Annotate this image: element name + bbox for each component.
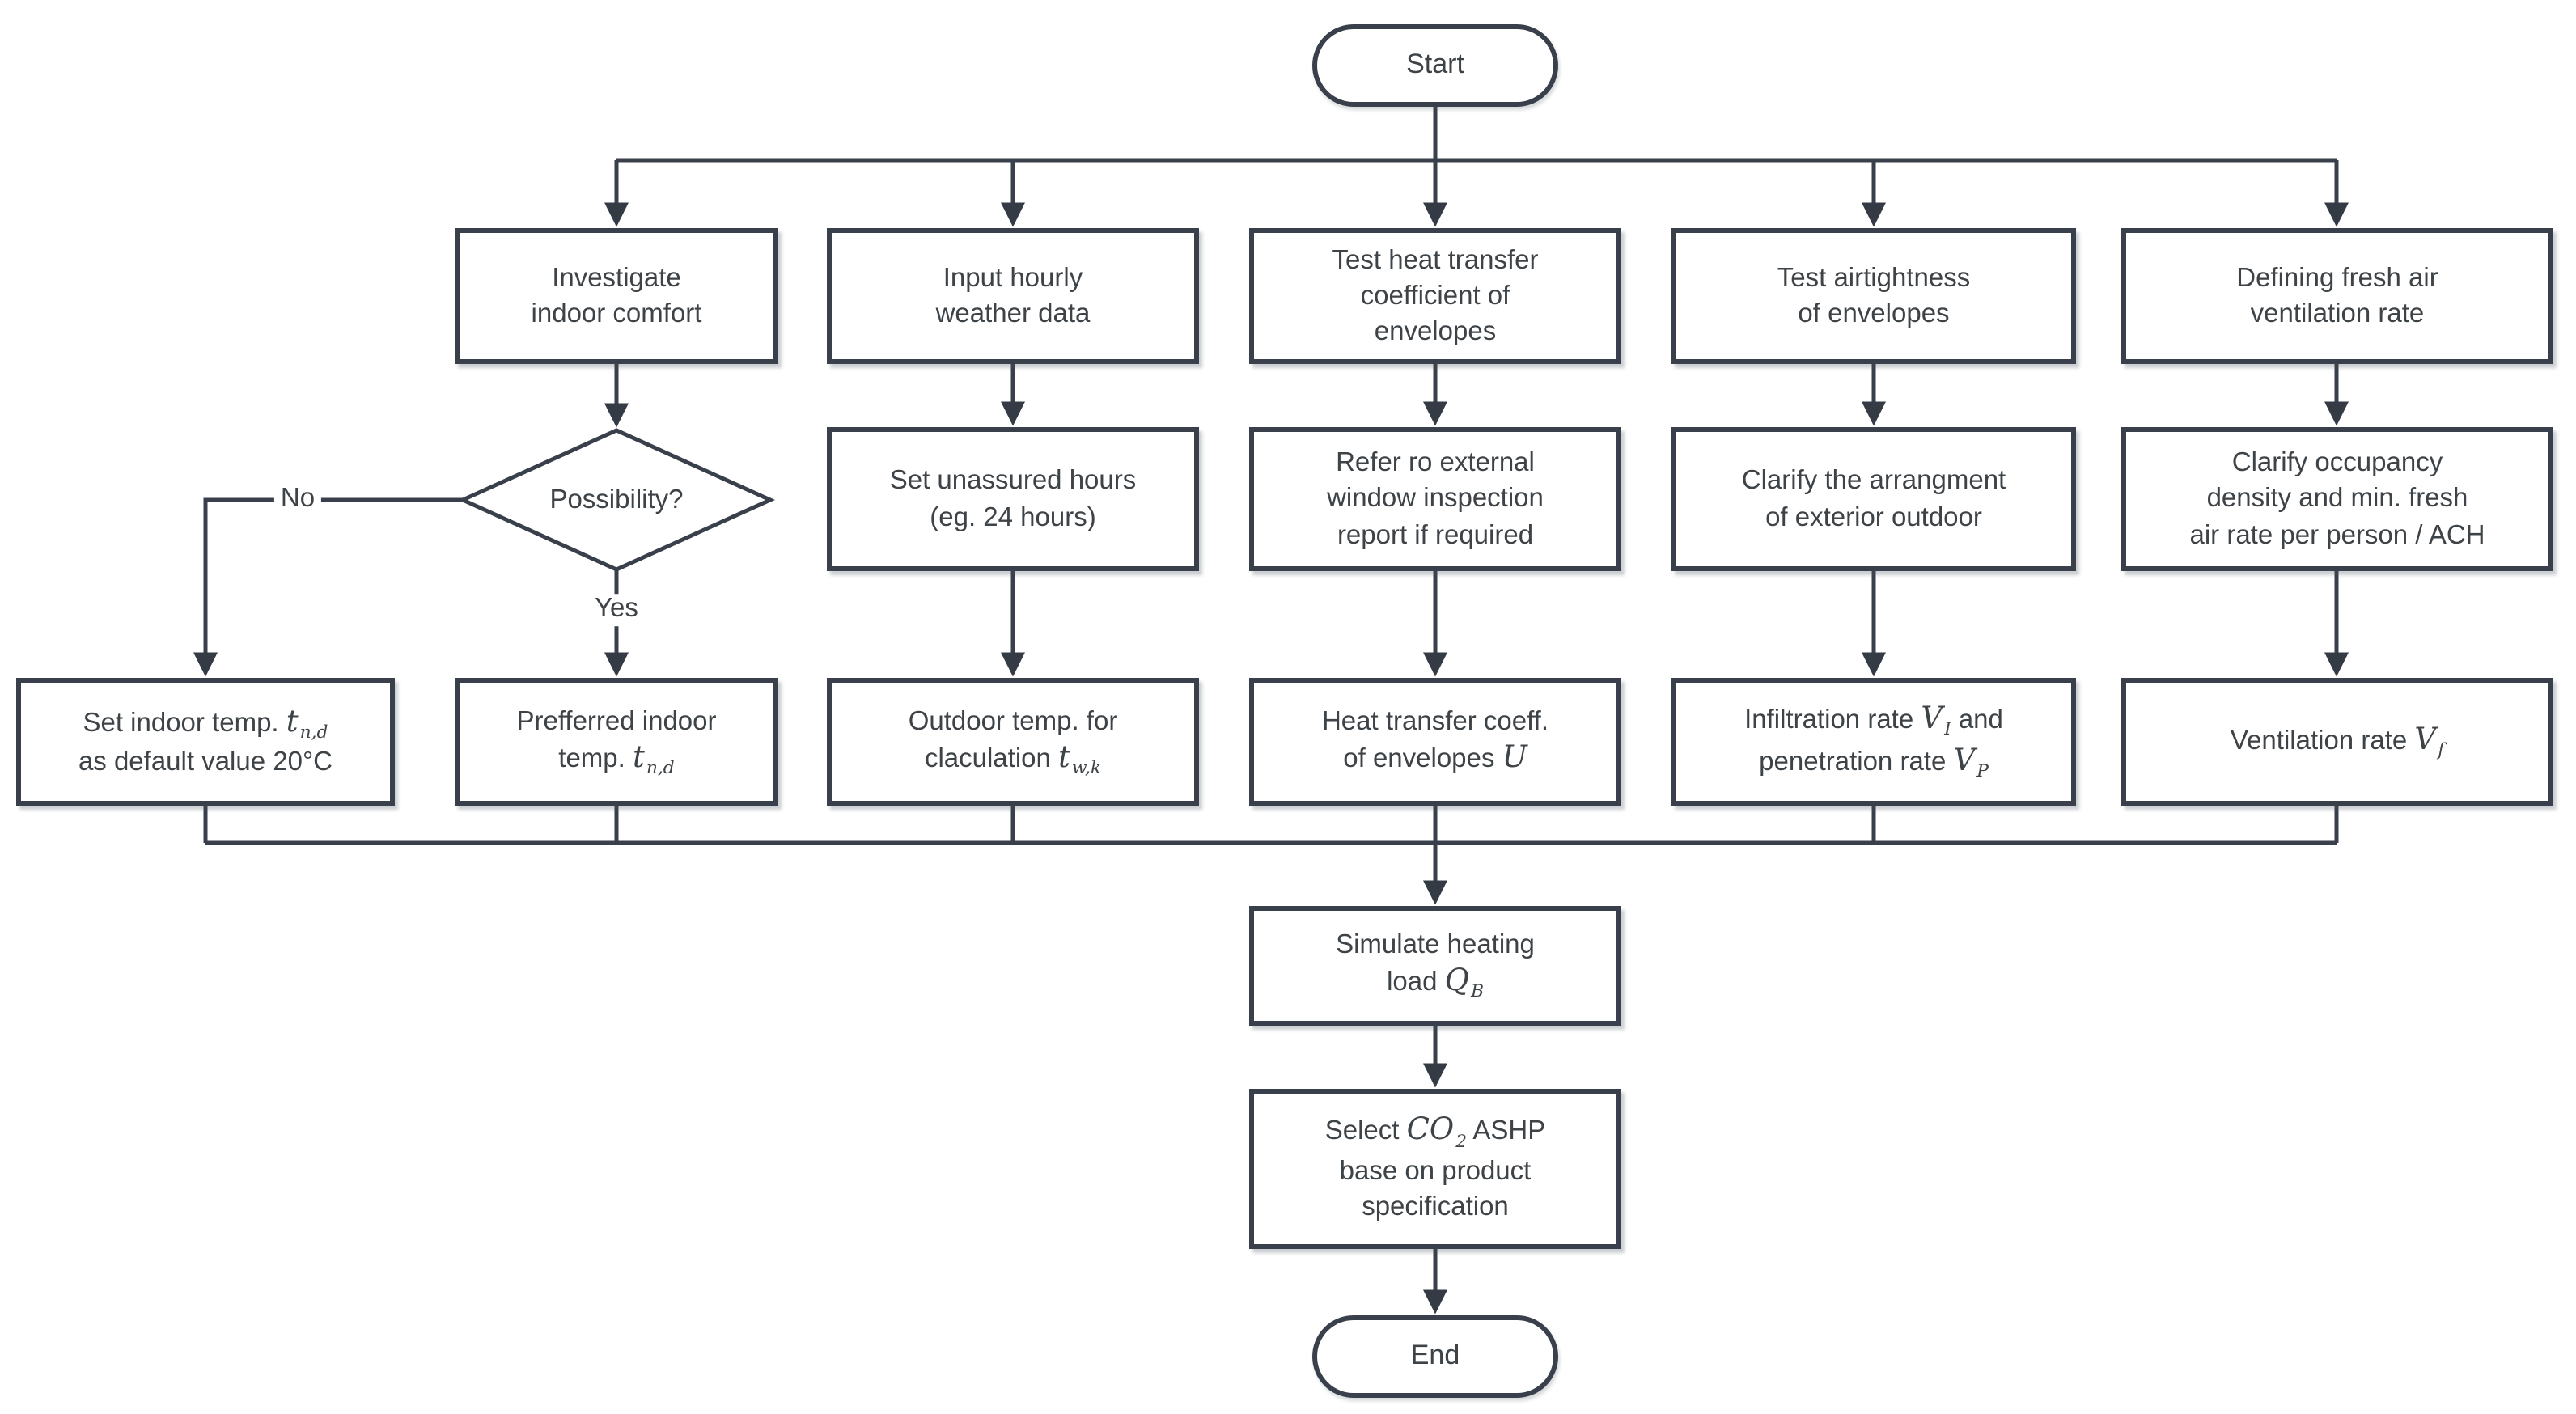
node-text: and <box>1951 705 2003 735</box>
node-text: temp. <box>558 743 633 773</box>
node-line: density and min. fresh <box>2206 484 2468 514</box>
node-clarify-occupancy-density: Clarify occupancy density and min. fresh… <box>2121 427 2553 571</box>
node-line: indoor comfort <box>531 299 702 328</box>
math-subscript: w,k <box>1071 756 1102 778</box>
node-text: Set indoor temp. <box>83 708 286 737</box>
node-line: Outdoor temp. for <box>908 706 1118 735</box>
math-symbol: U <box>1502 741 1527 776</box>
math-symbol: Q <box>1444 964 1469 999</box>
edge-no-to-set-indoor-temp <box>193 497 463 677</box>
node-line: Investigate <box>552 263 681 293</box>
node-line: Defining fresh air <box>2236 263 2438 293</box>
node-line: (eg. 24 hours) <box>930 502 1096 531</box>
node-line: of envelopes U <box>1343 739 1527 780</box>
decision-diamond-shape <box>457 428 776 572</box>
node-end-label: End <box>1410 1340 1460 1371</box>
node-set-unassured-hours: Set unassured hours (eg. 24 hours) <box>827 427 1199 571</box>
edge-label-yes: Yes <box>588 594 645 626</box>
math-symbol: V <box>2414 722 2437 757</box>
math-symbol: V <box>1921 701 1943 736</box>
node-end: End <box>1312 1315 1558 1398</box>
node-line: Prefferred indoor <box>516 706 717 735</box>
node-line: Set unassured hours <box>889 466 1137 496</box>
node-test-airtightness: Test airtightness of envelopes <box>1671 228 2076 364</box>
node-line: report if required <box>1337 520 1534 550</box>
math-subscript: f <box>2438 739 2445 760</box>
node-text: ASHP <box>1467 1116 1546 1146</box>
node-line: Simulate heating <box>1336 930 1535 959</box>
node-start-label: Start <box>1406 49 1464 80</box>
node-line: Clarify the arrangment <box>1741 466 2006 496</box>
node-input-hourly-weather-data: Input hourly weather data <box>827 228 1199 364</box>
math-symbol: V <box>1953 743 1976 777</box>
node-line: of exterior outdoor <box>1765 502 1982 531</box>
node-line: as default value 20°C <box>78 747 333 777</box>
node-clarify-arrangement-exterior: Clarify the arrangment of exterior outdo… <box>1671 427 2076 571</box>
node-text: load <box>1387 967 1445 997</box>
node-line: coefficient of <box>1360 281 1510 311</box>
node-investigate-indoor-comfort: Investigate indoor comfort <box>455 228 778 364</box>
node-start: Start <box>1312 24 1558 107</box>
node-line: Refer ro external <box>1336 448 1535 478</box>
node-line: ventilation rate <box>2250 299 2425 328</box>
node-line: Heat transfer coeff. <box>1321 707 1549 737</box>
math-subscript: P <box>1976 760 1989 781</box>
math-subscript: I <box>1944 718 1951 739</box>
math-subscript: 2 <box>1455 1130 1468 1152</box>
node-text: Select <box>1324 1116 1407 1146</box>
math-symbol: t <box>286 705 299 739</box>
node-possibility-decision: Possibility? <box>463 430 770 569</box>
node-text: penetration rate <box>1759 747 1954 776</box>
edge-label-no: No <box>273 484 322 516</box>
node-line: base on product <box>1339 1157 1532 1187</box>
node-text: of envelopes <box>1343 744 1502 774</box>
math-symbol: t <box>633 740 645 775</box>
node-line: Clarify occupancy <box>2231 448 2443 478</box>
node-defining-fresh-air-ventilation: Defining fresh air ventilation rate <box>2121 228 2553 364</box>
node-line: specification <box>1362 1192 1509 1222</box>
node-line: Test airtightness <box>1777 263 1971 293</box>
node-line: envelopes <box>1374 317 1497 347</box>
node-line: window inspection <box>1327 484 1544 514</box>
math-subscript: B <box>1470 980 1484 1002</box>
node-heat-transfer-coeff-u: Heat transfer coeff. of envelopes U <box>1249 678 1621 806</box>
node-refer-window-inspection: Refer ro external window inspection repo… <box>1249 427 1621 571</box>
node-text: Ventilation rate <box>2230 726 2415 756</box>
math-subscript: n,d <box>646 756 675 778</box>
node-line: Test heat transfer <box>1332 245 1539 275</box>
node-line: of envelopes <box>1798 299 1950 328</box>
node-text: Infiltration rate <box>1744 705 1921 735</box>
node-line: air rate per person / ACH <box>2189 520 2485 550</box>
node-line: weather data <box>935 299 1091 328</box>
node-possibility-label: Possibility? <box>549 485 684 514</box>
math-symbol: t <box>1058 740 1070 775</box>
math-symbol: CO <box>1406 1113 1455 1148</box>
node-line: Input hourly <box>943 263 1083 293</box>
node-test-heat-transfer-coefficient: Test heat transfer coefficient of envelo… <box>1249 228 1621 364</box>
math-subscript: n,d <box>299 721 328 743</box>
node-text: claculation <box>924 743 1059 773</box>
